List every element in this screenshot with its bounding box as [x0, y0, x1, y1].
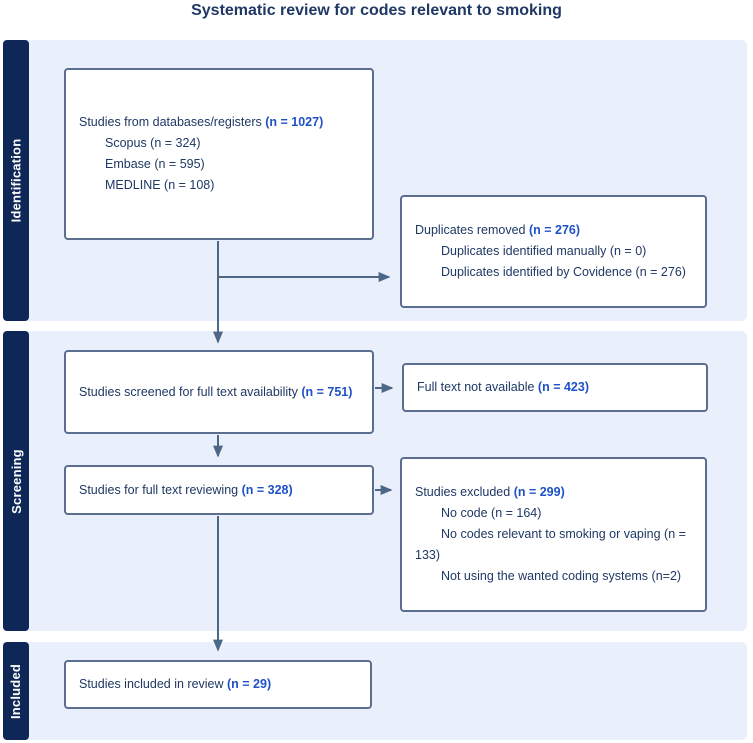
box-main-line: Studies included in review (n = 29)	[79, 674, 357, 695]
box-studies-screened: Studies screened for full text availabil…	[64, 350, 374, 434]
box-count: (n = 751)	[301, 384, 353, 399]
box-studies-from-databases: Studies from databases/registers (n = 10…	[64, 68, 374, 240]
section-label-text: Included	[8, 663, 24, 719]
box-main-text: Full text not available	[417, 380, 535, 394]
box-sub-item: MEDLINE (n = 108)	[105, 178, 215, 192]
box-main-line: Studies for full text reviewing (n = 328…	[79, 480, 359, 501]
box-studies-included: Studies included in review (n = 29)	[64, 660, 372, 709]
box-count: (n = 29)	[227, 677, 272, 691]
box-sub-item: Duplicates identified by Covidence (n = …	[441, 265, 686, 279]
box-main-line: Full text not available (n = 423)	[417, 377, 693, 398]
box-duplicates-removed: Duplicates removed (n = 276) Duplicates …	[400, 195, 707, 308]
box-count: (n = 299)	[513, 485, 565, 499]
section-label-identification: Identification	[3, 40, 29, 321]
box-main-line: Studies from databases/registers (n = 10…	[79, 112, 359, 133]
box-sub-item: Not using the wanted coding systems (n=2…	[441, 569, 682, 583]
box-sub-item: No code (n = 164)	[441, 506, 542, 520]
box-main-text: Studies included in review	[79, 677, 224, 691]
box-count: (n = 423)	[537, 380, 589, 394]
box-main-text: Duplicates removed	[415, 223, 526, 237]
section-label-screening: Screening	[3, 331, 29, 631]
box-sub-item: Embase (n = 595)	[105, 157, 205, 171]
box-main-text: Studies from databases/registers	[79, 115, 262, 129]
box-count: (n = 1027)	[265, 115, 324, 129]
box-count: (n = 276)	[528, 223, 581, 237]
box-sub-item: Duplicates identified manually (n = 0)	[441, 244, 647, 258]
box-main-line: Studies screened for full text availabil…	[79, 382, 359, 403]
box-main-text: Studies for full text reviewing	[79, 482, 239, 497]
box-count: (n = 328)	[241, 482, 293, 497]
section-label-included: Included	[3, 642, 29, 740]
box-main-line: Studies excluded (n = 299)	[415, 482, 692, 503]
box-studies-excluded: Studies excluded (n = 299) No code (n = …	[400, 457, 707, 612]
page-title: Systematic review for codes relevant to …	[191, 2, 562, 19]
box-main-text: Studies excluded	[415, 485, 511, 499]
box-fulltext-not-available: Full text not available (n = 423)	[402, 363, 708, 412]
box-main-line: Duplicates removed (n = 276)	[415, 220, 692, 241]
box-main-text: Studies screened for full text availabil…	[79, 384, 298, 399]
box-fulltext-reviewing: Studies for full text reviewing (n = 328…	[64, 465, 374, 515]
section-label-text: Identification	[8, 138, 24, 223]
box-sub-item: Scopus (n = 324)	[105, 136, 201, 150]
section-label-text: Screening	[8, 448, 24, 514]
box-sub-item: No codes relevant to smoking or vaping (…	[415, 527, 686, 562]
